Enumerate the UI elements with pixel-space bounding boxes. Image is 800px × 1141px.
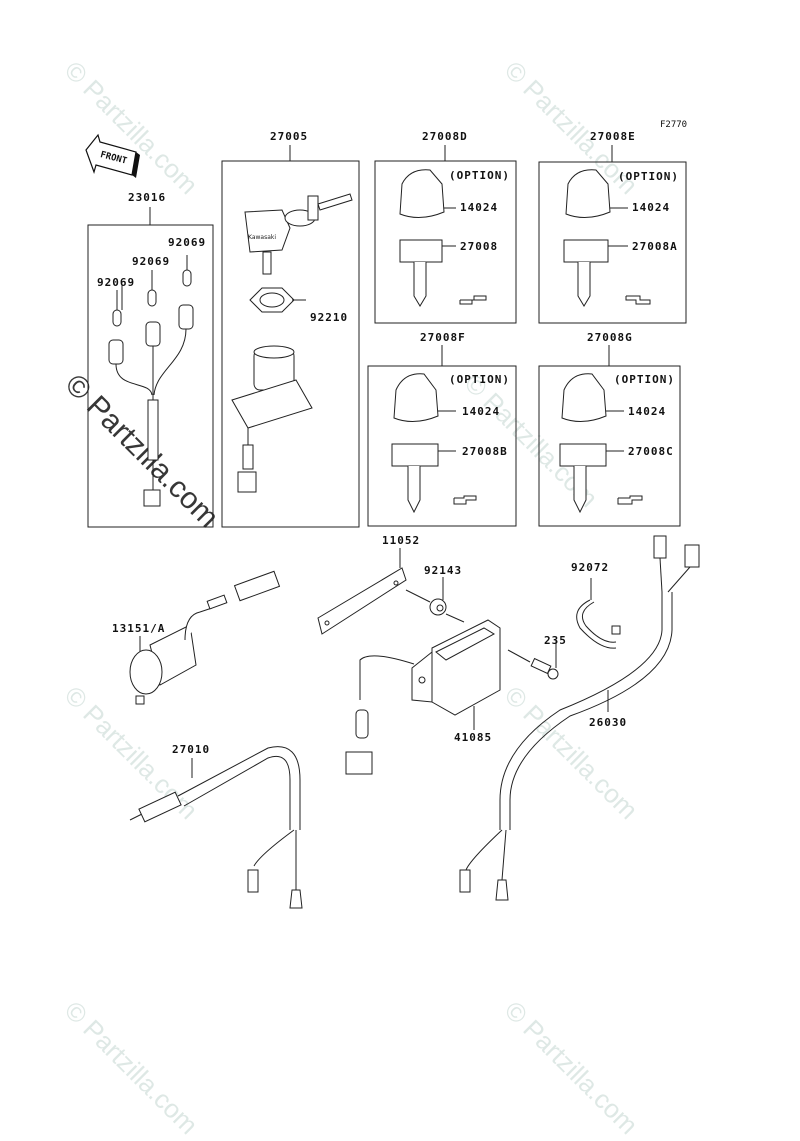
clamp-92072 [576,578,621,649]
part-label[interactable]: 23016 [128,191,167,204]
key-set-27008D [399,169,487,307]
part-label[interactable]: 14024 [628,405,667,418]
part-label[interactable]: 26030 [589,716,628,729]
part-label[interactable]: 27008 [460,240,499,253]
part-label[interactable]: 14024 [460,201,499,214]
part-label[interactable]: 27010 [172,743,211,756]
part-label[interactable]: 235 [544,634,567,647]
key-set-27008F [391,373,477,514]
part-label[interactable]: 27008E [590,130,636,143]
svg-text:Kawasaki: Kawasaki [248,234,276,241]
part-label[interactable]: 13151/A [112,622,166,635]
part-label[interactable]: 92069 [132,255,171,268]
group-box-23016 [87,224,214,528]
figure-code: F2770 [660,120,688,130]
socket-13151A [129,570,281,705]
grommet-92143 [429,577,465,623]
part-label[interactable]: 92069 [168,236,207,249]
part-label[interactable]: 27008C [628,445,674,458]
part-label[interactable]: 92210 [310,311,349,324]
harness-23016 [108,255,194,507]
part-label[interactable]: 27008F [420,331,466,344]
bracket-11052 [317,548,431,635]
key-set-27008E [563,169,651,307]
part-label[interactable]: 92143 [424,564,463,577]
harness-26030 [459,535,700,901]
part-label[interactable]: 14024 [462,405,501,418]
front-arrow-icon: FRONT [85,133,140,178]
switch-41085 [345,619,501,775]
ignition-switch-27005: Kawasaki [231,193,353,493]
sensor-27010 [129,746,303,909]
option-note: (OPTION) [618,170,679,183]
part-label[interactable]: 41085 [454,731,493,744]
part-label[interactable]: 27008A [632,240,678,253]
screw-235 [507,640,559,680]
part-label[interactable]: 11052 [382,534,421,547]
part-label[interactable]: 27008B [462,445,508,458]
part-label[interactable]: 92072 [571,561,610,574]
option-note: (OPTION) [449,373,510,386]
part-label[interactable]: 14024 [632,201,671,214]
part-label[interactable]: 27008D [422,130,468,143]
part-label[interactable]: 92069 [97,276,136,289]
part-label[interactable]: 27008G [587,331,633,344]
part-label[interactable]: 27005 [270,130,309,143]
parts-diagram: FRONT Kawasaki [85,133,700,909]
option-note: (OPTION) [614,373,675,386]
option-note: (OPTION) [449,169,510,182]
key-set-27008G [559,373,643,514]
